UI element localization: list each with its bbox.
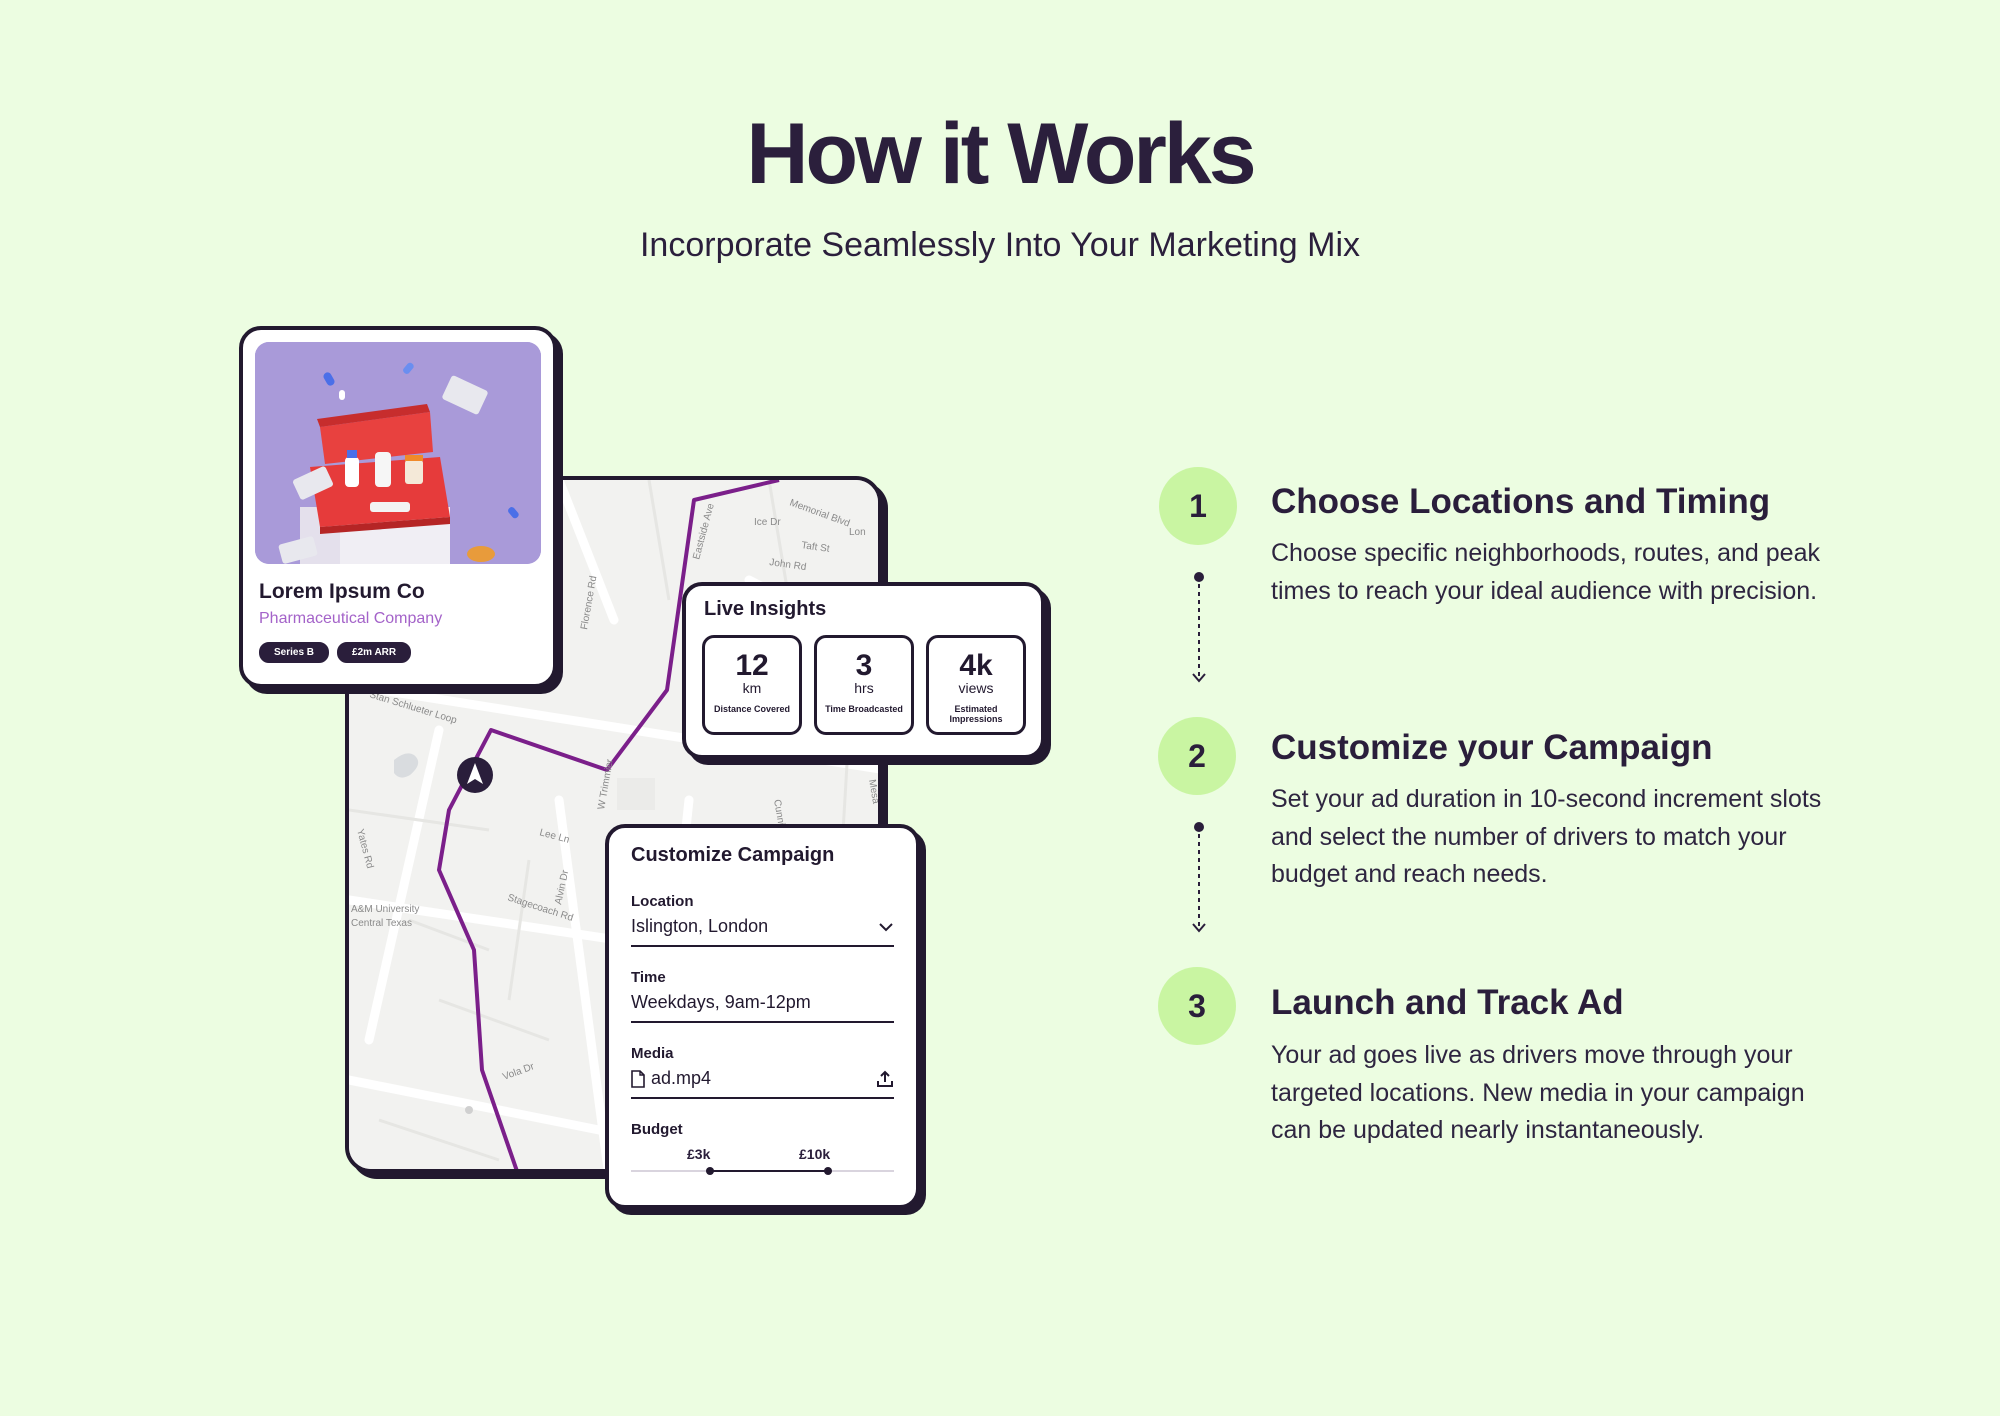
- chevron-down-icon[interactable]: [878, 922, 894, 932]
- step-1-number: 1: [1159, 467, 1237, 545]
- company-ad-image: [255, 342, 541, 564]
- stat-value: 3: [855, 649, 873, 682]
- page-subtitle: Incorporate Seamlessly Into Your Marketi…: [639, 226, 1360, 264]
- company-badges: Series B £2m ARR: [259, 642, 541, 663]
- budget-field: Budget £3k £10k: [631, 1121, 894, 1175]
- street-label: Lon: [849, 527, 866, 538]
- time-field: Time Weekdays, 9am-12pm: [631, 969, 894, 1023]
- company-card[interactable]: Lorem Ipsum Co Pharmaceutical Company Se…: [239, 326, 557, 688]
- media-filename: ad.mp4: [651, 1068, 712, 1088]
- stat-unit: km: [742, 680, 762, 696]
- street-label: Ice Dr: [754, 517, 781, 528]
- stat-label: Distance Covered: [713, 704, 791, 714]
- funding-badge: Series B: [259, 642, 330, 663]
- media-field: Media ad.mp4: [631, 1045, 894, 1099]
- street-label: Mesa: [866, 779, 881, 805]
- live-insights-card: Live Insights 12 km Distance Covered 3 h…: [682, 582, 1045, 759]
- first-aid-kit-illustration: [255, 342, 541, 564]
- time-label: Time: [631, 969, 666, 986]
- stat-label: Estimated Impressions: [949, 704, 1003, 724]
- stat-value: 12: [735, 649, 769, 682]
- step-connector-arrow: [1192, 572, 1206, 683]
- navigation-arrow-icon: [457, 757, 493, 793]
- step-3-number: 3: [1158, 967, 1236, 1045]
- budget-max-label: £10k: [799, 1146, 831, 1162]
- budget-slider-track[interactable]: [631, 1167, 894, 1175]
- step-3-description: Your ad goes live as drivers move throug…: [1271, 1041, 1805, 1144]
- step-2-title: Customize your Campaign: [1271, 728, 1713, 767]
- location-select[interactable]: Islington, London: [631, 910, 894, 947]
- budget-slider-range: [709, 1170, 829, 1172]
- street-label: Central Texas: [351, 918, 412, 929]
- time-value: Weekdays, 9am-12pm: [631, 992, 811, 1012]
- file-icon: [631, 1069, 645, 1088]
- stat-value: 4k: [959, 649, 993, 682]
- stat-unit: hrs: [854, 680, 874, 696]
- company-type: Pharmaceutical Company: [259, 610, 443, 627]
- street-label: Taft St: [801, 540, 831, 555]
- budget-min-handle[interactable]: [705, 1167, 714, 1175]
- time-input[interactable]: Weekdays, 9am-12pm: [631, 986, 894, 1023]
- step-2-number: 2: [1158, 717, 1236, 795]
- step-2-description: Set your ad duration in 10-second increm…: [1271, 785, 1822, 888]
- budget-label: Budget: [631, 1121, 683, 1138]
- stat-impressions: 4k views Estimated Impressions: [926, 635, 1026, 735]
- insights-title: Live Insights: [704, 598, 827, 620]
- stat-distance: 12 km Distance Covered: [702, 635, 802, 735]
- campaign-title: Customize Campaign: [631, 844, 835, 866]
- media-label: Media: [631, 1045, 674, 1062]
- customize-campaign-card: Customize Campaign Location Islington, L…: [605, 824, 920, 1209]
- street-label: John Rd: [769, 557, 807, 573]
- step-connector-arrow: [1192, 822, 1206, 933]
- upload-icon[interactable]: [876, 1070, 894, 1088]
- location-field: Location Islington, London: [631, 893, 894, 947]
- company-name: Lorem Ipsum Co: [259, 580, 425, 603]
- stat-unit: views: [958, 680, 994, 696]
- street-label: A&M University: [351, 904, 419, 915]
- budget-min-label: £3k: [687, 1146, 711, 1162]
- media-input[interactable]: ad.mp4: [631, 1062, 894, 1099]
- step-1-description: Choose specific neighborhoods, routes, a…: [1271, 539, 1820, 605]
- location-value: Islington, London: [631, 916, 769, 936]
- stat-label: Time Broadcasted: [825, 704, 903, 714]
- stat-time: 3 hrs Time Broadcasted: [814, 635, 914, 735]
- step-1-title: Choose Locations and Timing: [1271, 482, 1771, 521]
- page-title: How it Works: [746, 106, 1256, 202]
- budget-max-handle[interactable]: [824, 1167, 833, 1175]
- step-3-title: Launch and Track Ad: [1271, 983, 1624, 1022]
- location-label: Location: [631, 893, 694, 910]
- revenue-badge: £2m ARR: [337, 642, 412, 663]
